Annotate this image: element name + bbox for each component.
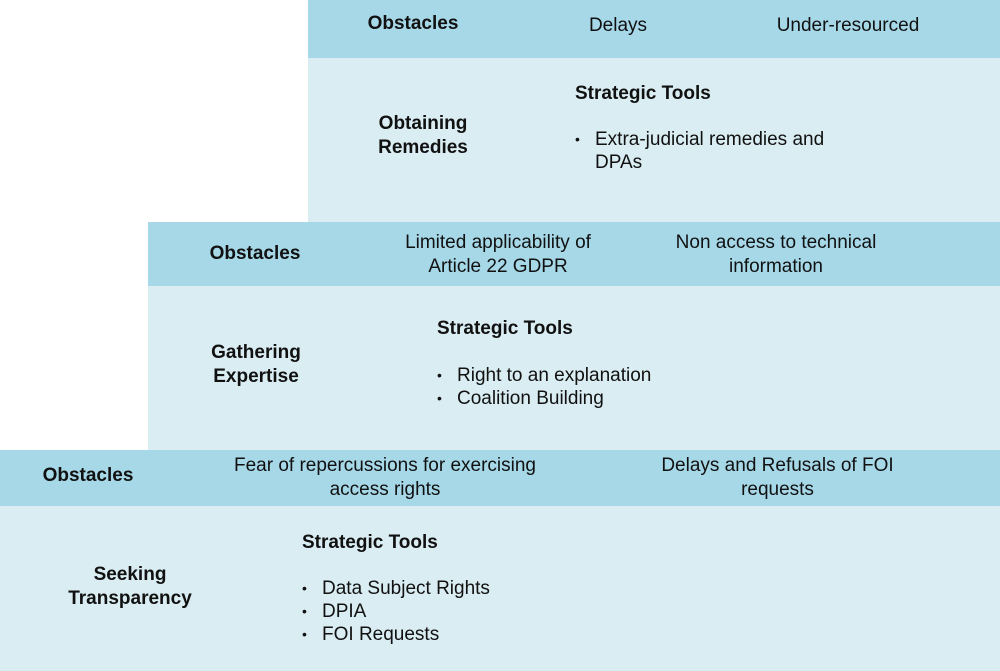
stage-name: Obtaining Remedies (378, 113, 468, 158)
obstacle-item: Non access to technical information (675, 232, 877, 277)
obstacles-band (0, 450, 1000, 506)
strategic-tool-item: Coalition Building (437, 387, 737, 410)
obstacles-band (308, 0, 1000, 58)
strategic-tool-item: Right to an explanation (437, 364, 737, 387)
strategic-tools-heading: Strategic Tools (302, 532, 438, 553)
obstacles-label: Obstacles (209, 243, 301, 264)
strategic-tool-item: Extra-judicial remedies and DPAs (575, 128, 855, 174)
strategic-tool-item: FOI Requests (302, 623, 582, 646)
stage-obtaining-remedies: Obstacles Delays Under-resourced Obtaini… (308, 0, 1000, 222)
strategic-tool-item: DPIA (302, 600, 582, 623)
strategic-tools-list: Extra-judicial remedies and DPAs (575, 128, 855, 174)
obstacles-band (148, 222, 1000, 286)
obstacles-label: Obstacles (367, 13, 459, 34)
strategic-tools-list: Right to an explanation Coalition Buildi… (437, 364, 737, 410)
strategic-tools-heading: Strategic Tools (437, 318, 573, 339)
strategic-tools-heading: Strategic Tools (575, 83, 711, 104)
obstacle-item: Delays and Refusals of FOI requests (661, 455, 894, 500)
strategic-tools-list: Data Subject Rights DPIA FOI Requests (302, 577, 582, 646)
stage-name: Seeking Transparency (68, 564, 192, 609)
stage-seeking-transparency: Obstacles Fear of repercussions for exer… (0, 450, 1000, 671)
obstacle-item: Limited applicability of Article 22 GDPR (405, 232, 591, 277)
stage-name: Gathering Expertise (211, 342, 301, 387)
obstacle-item: Under-resourced (776, 15, 920, 36)
obstacle-item: Delays (588, 15, 648, 36)
obstacle-item: Fear of repercussions for exercising acc… (233, 455, 536, 500)
obstacles-label: Obstacles (42, 465, 134, 486)
strategic-tool-item: Data Subject Rights (302, 577, 582, 600)
stage-gathering-expertise: Obstacles Limited applicability of Artic… (148, 222, 1000, 450)
